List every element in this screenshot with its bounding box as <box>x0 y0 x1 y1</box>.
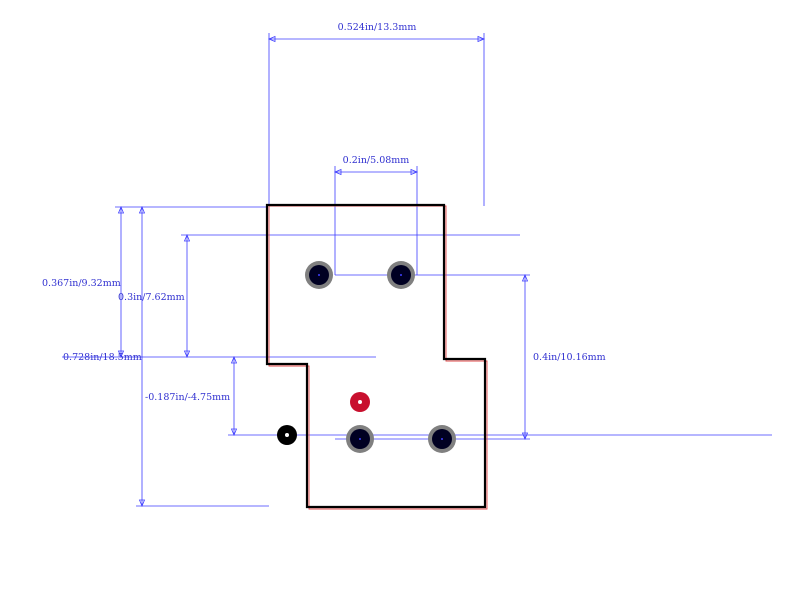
pad-top-right <box>387 261 415 289</box>
dimension-height-upper: 0.367in/9.32mm <box>42 205 125 359</box>
dimension-height-mid: 0.3in/7.62mm <box>118 233 191 359</box>
overall-width-label: 0.524in/13.3mm <box>338 22 417 33</box>
offset-negative-label: -0.187in/-4.75mm <box>145 392 230 403</box>
pad-top-left <box>305 261 333 289</box>
dimension-height-total: 0.728in/18.5mm <box>63 205 146 508</box>
origin-marker <box>277 425 297 445</box>
pin1-marker <box>350 392 370 412</box>
dimension-overall-width: 0.524in/13.3mm <box>267 22 486 206</box>
dimension-row-spacing: 0.4in/10.16mm <box>521 273 606 441</box>
row-spacing-label: 0.4in/10.16mm <box>533 352 606 363</box>
height-total-label: 0.728in/18.5mm <box>63 352 142 363</box>
component-outline <box>265 203 488 510</box>
dimension-offset-negative: -0.187in/-4.75mm <box>145 355 238 437</box>
pad-bottom-right <box>428 425 456 453</box>
dimension-pin-pitch: 0.2in/5.08mm <box>333 155 419 275</box>
pad-bottom-left <box>346 425 374 453</box>
pin-pitch-label: 0.2in/5.08mm <box>343 155 410 166</box>
height-upper-label: 0.367in/9.32mm <box>42 278 121 289</box>
height-mid-label: 0.3in/7.62mm <box>118 292 185 303</box>
